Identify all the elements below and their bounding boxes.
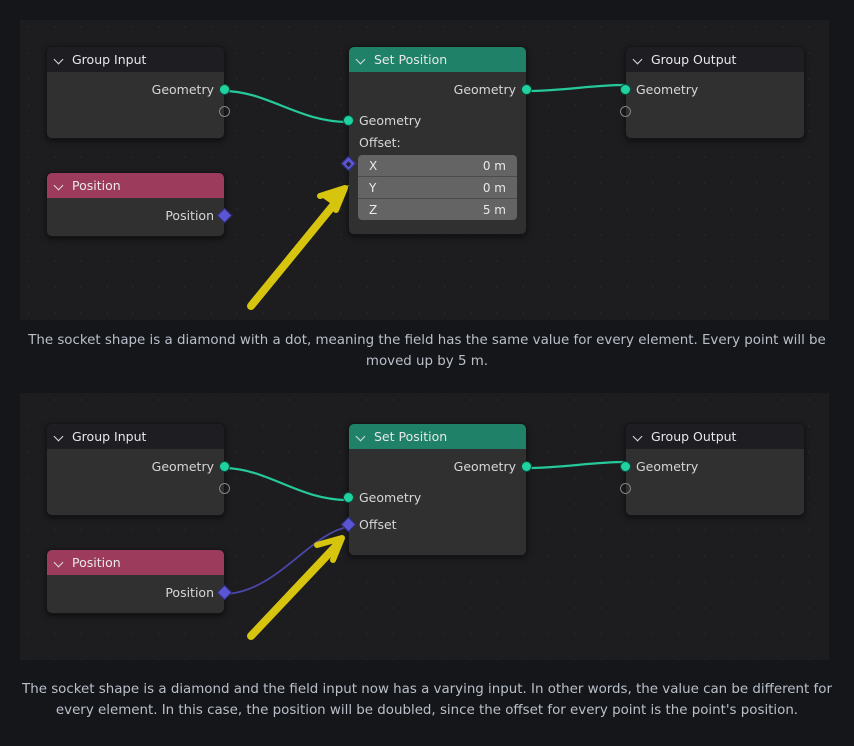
field-diamond-socket[interactable] xyxy=(216,207,233,224)
node-title: Set Position xyxy=(374,429,448,444)
node-editor-panel-2[interactable]: Group Input Geometry Position Position xyxy=(20,393,829,660)
socket-label: Offset xyxy=(359,516,397,532)
socket-row-offset-in[interactable]: Offset: xyxy=(340,131,526,172)
node-group-output[interactable]: Group Output Geometry xyxy=(620,423,805,516)
node-body-group-output: Geometry xyxy=(620,72,804,138)
socket-label: Geometry xyxy=(359,489,422,505)
node-body-position: Position xyxy=(47,198,233,236)
socket-row-virtual-out[interactable] xyxy=(47,477,230,499)
offset-field-y[interactable]: Y 0 m xyxy=(358,177,517,199)
node-title: Group Input xyxy=(72,52,147,67)
node-position[interactable]: Position Position xyxy=(46,172,233,237)
node-title: Group Output xyxy=(651,429,737,444)
socket-label: Geometry xyxy=(636,81,699,97)
axis-value: 5 m xyxy=(482,202,506,217)
chevron-down-icon[interactable] xyxy=(55,432,65,442)
node-group-input[interactable]: Group Input Geometry xyxy=(46,46,230,139)
geometry-socket[interactable] xyxy=(219,461,230,472)
socket-row-virtual-out[interactable] xyxy=(47,100,230,122)
socket-label: Position xyxy=(165,584,214,600)
socket-row-virtual-in[interactable] xyxy=(620,477,804,499)
chevron-down-icon[interactable] xyxy=(634,55,644,65)
geometry-socket[interactable] xyxy=(343,492,354,503)
node-title: Position xyxy=(72,555,121,570)
chevron-down-icon[interactable] xyxy=(357,55,367,65)
caption-panel-1: The socket shape is a diamond with a dot… xyxy=(28,333,826,369)
node-body-group-output: Geometry xyxy=(620,449,804,515)
offset-input-socket[interactable] xyxy=(340,516,357,533)
geometry-socket[interactable] xyxy=(620,461,631,472)
geometry-socket[interactable] xyxy=(343,115,354,126)
socket-label: Geometry xyxy=(636,458,699,474)
offset-input-socket[interactable] xyxy=(340,155,357,172)
socket-row-geometry-out[interactable]: Geometry xyxy=(47,78,230,100)
node-title: Set Position xyxy=(374,52,448,67)
socket-row-geometry-in[interactable]: Geometry xyxy=(620,455,804,477)
node-title: Group Output xyxy=(651,52,737,67)
socket-label: Geometry xyxy=(151,81,214,97)
empty-socket[interactable] xyxy=(620,106,631,117)
socket-row-geometry-in[interactable]: Geometry xyxy=(343,486,526,508)
node-editor-panel-1[interactable]: Group Input Geometry Position Position xyxy=(20,20,829,320)
node-body-group-input: Geometry xyxy=(47,72,230,138)
node-body-set-position: Geometry Geometry Offset: X 0 m xyxy=(340,72,532,234)
node-position[interactable]: Position Position xyxy=(46,549,233,614)
geometry-socket[interactable] xyxy=(219,84,230,95)
chevron-down-icon[interactable] xyxy=(55,558,65,568)
geometry-socket[interactable] xyxy=(521,84,532,95)
node-group-output[interactable]: Group Output Geometry xyxy=(620,46,805,139)
chevron-down-icon[interactable] xyxy=(634,432,644,442)
chevron-down-icon[interactable] xyxy=(357,432,367,442)
node-header-set-position[interactable]: Set Position xyxy=(349,47,526,72)
offset-field-z[interactable]: Z 5 m xyxy=(358,199,517,220)
socket-label: Position xyxy=(165,207,214,223)
socket-row-position-out[interactable]: Position xyxy=(47,204,233,226)
socket-row-geometry-out[interactable]: Geometry xyxy=(47,455,230,477)
socket-row-offset-in[interactable]: Offset xyxy=(340,513,526,535)
caption-panel-2: The socket shape is a diamond and the fi… xyxy=(22,682,832,718)
axis-value: 0 m xyxy=(482,158,506,173)
socket-row-virtual-in[interactable] xyxy=(620,100,804,122)
node-title: Group Input xyxy=(72,429,147,444)
node-group-input[interactable]: Group Input Geometry xyxy=(46,423,230,516)
node-body-set-position: Geometry Geometry Offset xyxy=(340,449,532,555)
geometry-socket[interactable] xyxy=(620,84,631,95)
empty-socket[interactable] xyxy=(620,483,631,494)
socket-label: Geometry xyxy=(359,112,422,128)
node-header-group-output[interactable]: Group Output xyxy=(626,424,804,449)
empty-socket[interactable] xyxy=(219,483,230,494)
socket-row-geometry-in[interactable]: Geometry xyxy=(343,109,526,131)
node-header-group-output[interactable]: Group Output xyxy=(626,47,804,72)
geometry-socket[interactable] xyxy=(521,461,532,472)
socket-row-geometry-in[interactable]: Geometry xyxy=(620,78,804,100)
node-header-position[interactable]: Position xyxy=(47,173,224,198)
node-header-group-input[interactable]: Group Input xyxy=(47,424,224,449)
offset-label: Offset: xyxy=(359,134,401,150)
axis-label: Y xyxy=(369,180,377,195)
node-body-position: Position xyxy=(47,575,233,613)
socket-row-geometry-out[interactable]: Geometry xyxy=(349,455,532,477)
node-header-position[interactable]: Position xyxy=(47,550,224,575)
socket-label: Geometry xyxy=(453,81,516,97)
node-set-position[interactable]: Set Position Geometry Geometry Offset xyxy=(340,423,532,556)
axis-value: 0 m xyxy=(482,180,506,195)
field-diamond-socket[interactable] xyxy=(216,584,233,601)
socket-row-geometry-out[interactable]: Geometry xyxy=(349,78,532,100)
offset-vector-fields[interactable]: X 0 m Y 0 m Z 5 m xyxy=(358,155,517,220)
offset-field-x[interactable]: X 0 m xyxy=(358,155,517,177)
chevron-down-icon[interactable] xyxy=(55,55,65,65)
node-title: Position xyxy=(72,178,121,193)
socket-label: Geometry xyxy=(453,458,516,474)
node-body-group-input: Geometry xyxy=(47,449,230,515)
node-header-set-position[interactable]: Set Position xyxy=(349,424,526,449)
axis-label: Z xyxy=(369,202,378,217)
node-header-group-input[interactable]: Group Input xyxy=(47,47,224,72)
empty-socket[interactable] xyxy=(219,106,230,117)
chevron-down-icon[interactable] xyxy=(55,181,65,191)
socket-label: Geometry xyxy=(151,458,214,474)
axis-label: X xyxy=(369,158,378,173)
node-set-position[interactable]: Set Position Geometry Geometry Offset: xyxy=(340,46,532,235)
socket-row-position-out[interactable]: Position xyxy=(47,581,233,603)
